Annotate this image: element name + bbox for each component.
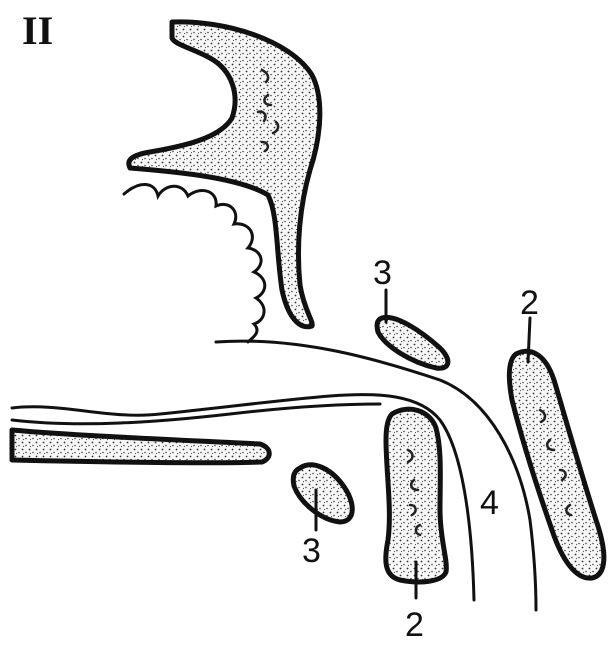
- label-3-lower: 3: [302, 532, 321, 570]
- horizontal-bone-section: [12, 430, 269, 463]
- small-bone-3-lower: [293, 465, 352, 522]
- label-4: 4: [480, 484, 499, 522]
- label-2-bottom: 2: [405, 606, 424, 644]
- label-2-right: 2: [520, 284, 539, 322]
- leader-line-2-right: [528, 318, 530, 362]
- upper-bone-section: [129, 22, 320, 327]
- label-3-upper: 3: [373, 254, 392, 292]
- bone-2-right: [509, 351, 604, 578]
- small-bone-3-upper: [377, 317, 448, 368]
- bone-2-center: [386, 409, 447, 582]
- scalloped-tissue-outline: [124, 184, 265, 342]
- panel-label: II: [22, 8, 53, 53]
- inner-contour-line: [12, 404, 380, 424]
- curved-contour-line: [216, 341, 536, 610]
